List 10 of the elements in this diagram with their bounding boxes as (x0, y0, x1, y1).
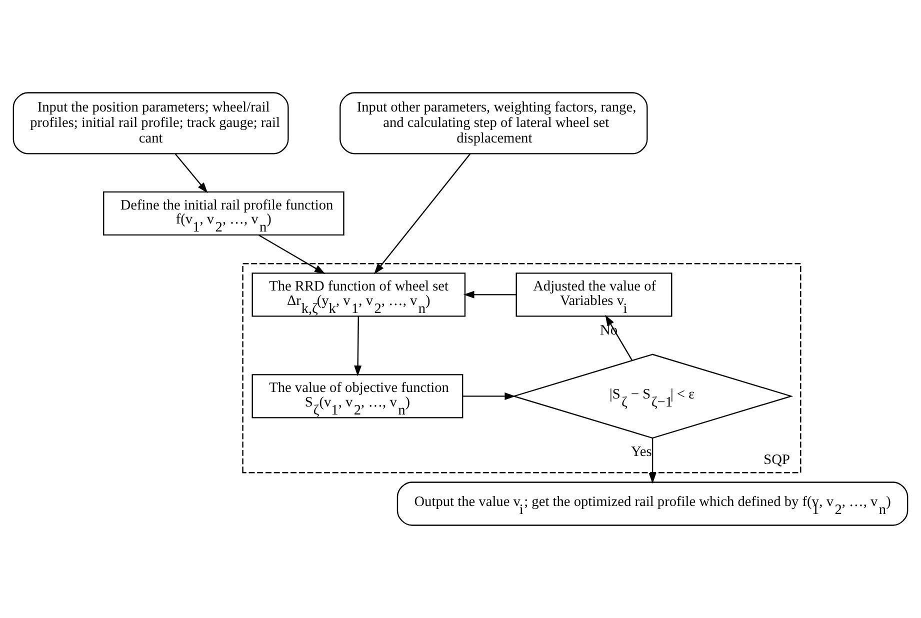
arrow (463, 290, 516, 298)
arrow (462, 392, 516, 400)
arrow (175, 154, 208, 194)
arrow (648, 438, 656, 484)
node-box: Input the position parameters; wheel/rail profiles; initial rail profile; track gauge; rail cant (12, 92, 289, 154)
arrow (354, 316, 362, 376)
arrow (258, 234, 326, 274)
arrow (374, 154, 471, 274)
node-box: Input other parameters, weighting factors, range, and calculating step of lateral wheel set displacement (340, 92, 648, 154)
edge-label: Yes (631, 444, 652, 460)
